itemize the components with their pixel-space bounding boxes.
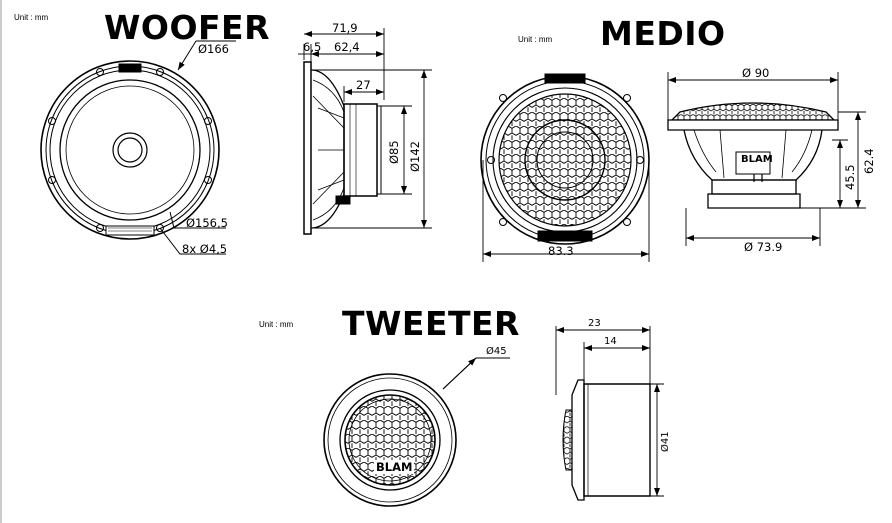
woofer-unit-label: Unit : mm bbox=[14, 13, 49, 22]
medio-dia-top: Ø 90 bbox=[742, 66, 770, 80]
medio-width: 83.3 bbox=[548, 244, 574, 258]
tweeter-title: TWEETER bbox=[342, 304, 520, 343]
woofer-title: WOOFER bbox=[104, 8, 271, 47]
woofer-side-view bbox=[298, 28, 432, 234]
medio-title: MEDIO bbox=[600, 14, 726, 53]
medio-height-body: 45.5 bbox=[843, 164, 857, 190]
tweeter-unit-label: Unit : mm bbox=[259, 320, 294, 329]
woofer-holes: 8x Ø4,5 bbox=[182, 242, 228, 256]
tweeter-side-view bbox=[556, 326, 664, 500]
woofer-front-view bbox=[41, 41, 236, 254]
woofer-depth-total: 71,9 bbox=[332, 21, 358, 35]
woofer-dia-outer: Ø166 bbox=[198, 42, 230, 56]
woofer-magnet-depth: 27 bbox=[356, 78, 371, 92]
woofer-magnet-dia: Ø85 bbox=[387, 140, 401, 164]
medio-brand-badge: BLAM bbox=[741, 154, 773, 165]
medio-front-view bbox=[481, 74, 649, 262]
tweeter-brand-badge: BLAM bbox=[374, 460, 415, 474]
medio-side-view bbox=[668, 72, 866, 246]
tweeter-dia-outer: Ø45 bbox=[486, 346, 507, 357]
woofer-flange: 6,5 bbox=[303, 40, 322, 54]
medio-height-total: 62.4 bbox=[862, 148, 876, 174]
tweeter-dia-body: Ø41 bbox=[660, 431, 671, 452]
woofer-dia-cutout: Ø156,5 bbox=[186, 216, 228, 230]
tweeter-front-view bbox=[324, 358, 510, 506]
medio-dia-bottom: Ø 73.9 bbox=[744, 240, 783, 254]
tweeter-depth-total: 23 bbox=[588, 318, 601, 329]
woofer-frame-dia: Ø142 bbox=[408, 140, 422, 172]
woofer-depth: 62,4 bbox=[334, 40, 360, 54]
medio-unit-label: Unit : mm bbox=[518, 35, 553, 44]
tweeter-depth: 14 bbox=[604, 336, 617, 347]
